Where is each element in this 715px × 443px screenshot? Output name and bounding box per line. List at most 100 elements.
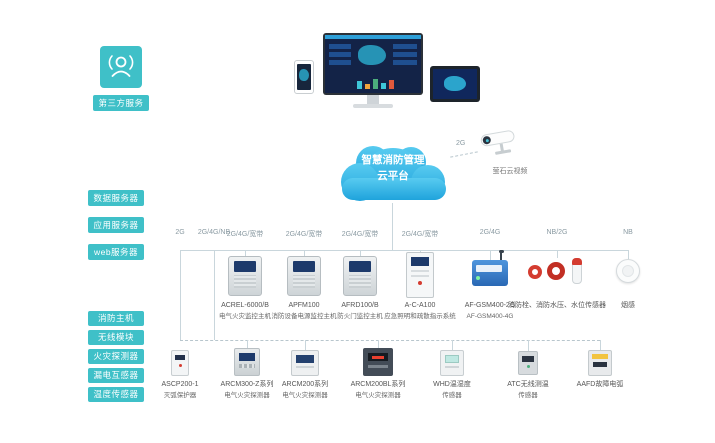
camera-lens (482, 135, 492, 145)
screen-graphic (329, 60, 351, 65)
device-aca100 (406, 252, 434, 298)
device-label: ACREL-6000/B 电气火灾监控主机 (205, 301, 285, 321)
screen-chart-bar (365, 84, 370, 89)
screen-graphic (393, 60, 417, 65)
device-label: ARCM300-Z系列 电气火灾探测器 (207, 380, 287, 400)
device-af-gsm400 (472, 250, 508, 286)
screen-chart-bar (357, 81, 362, 89)
device-indicator (476, 276, 480, 280)
device-desc: AF-GSM400-4G (466, 312, 514, 320)
device-keypad (293, 275, 315, 288)
connector-line (528, 340, 529, 351)
type-label-fire-detector: 火灾探测器 (88, 349, 144, 364)
device-desc: 传感器 (442, 391, 462, 399)
connector-line (305, 340, 306, 350)
smoke-detector-ring (622, 265, 634, 277)
connector-line (452, 340, 453, 350)
device-stripe (592, 354, 608, 359)
connector-line (490, 250, 491, 260)
device-name: 消防栓、消防水压、水位传感器 (508, 302, 606, 309)
device-detail (411, 275, 429, 277)
device-label: ARCM200BL系列 电气火灾探测器 (338, 380, 418, 400)
connector-line (628, 250, 629, 260)
device-antenna-tip (498, 250, 504, 253)
connector-line (180, 250, 181, 340)
device-label: APFM100 消防设备电源监控主机 (264, 301, 344, 321)
tablet-device (430, 66, 480, 102)
dashed-bus-line (180, 340, 600, 341)
device-label: ASCP200-1 灭弧保护器 (140, 380, 220, 400)
screen-chart-bar (381, 83, 386, 89)
connector-line (304, 250, 305, 258)
connection-label: 2G/4G/宽带 (285, 231, 323, 238)
connection-label: NB/2G (546, 229, 568, 236)
connector-line (360, 250, 361, 258)
device-screen (522, 356, 534, 362)
screen-graphic (299, 69, 309, 81)
connection-label: NB (623, 229, 633, 236)
device-label: 消防栓、消防水压、水位传感器 (507, 301, 607, 311)
device-label: ARCM200系列 电气火灾探测器 (265, 380, 345, 400)
device-name: A-C-A100 (404, 302, 436, 309)
device-name: 烟感 (621, 302, 635, 309)
screen-graphic (329, 52, 351, 57)
type-label-temp-sensor: 温度传感器 (88, 387, 144, 402)
connector-line (247, 340, 248, 349)
screen-graphic (329, 44, 351, 49)
screen-chart-bar (373, 79, 378, 89)
device-keypad (239, 364, 255, 368)
water-level-sensor (572, 258, 582, 284)
screen-graphic (325, 35, 421, 39)
device-name: AAFD故障电弧 (576, 381, 624, 388)
camera-mount-base (494, 149, 512, 155)
monitor-screen (325, 35, 421, 93)
connector-line (245, 250, 246, 258)
screen-graphic (393, 52, 417, 57)
device-desc: 电气火灾探测器 (355, 391, 401, 399)
device-name: ACREL-6000/B (221, 302, 269, 309)
device-screen (411, 257, 429, 266)
device-name: ARCM200BL系列 (350, 381, 406, 388)
device-desc: 应急照明和疏散指示系统 (384, 312, 456, 320)
device-desc: 防火门监控主机 (337, 312, 383, 320)
device-detail (296, 366, 314, 368)
camera-connection-label: 2G (456, 140, 466, 147)
device-name: APFM100 (288, 302, 320, 309)
sensor-cap (572, 258, 582, 265)
third-party-label: 第三方服务 (93, 95, 149, 111)
type-label-fire-host: 消防主机 (88, 311, 144, 326)
device-name: AF-GSM400-2G (464, 302, 516, 309)
device-smoke-detector (616, 259, 640, 283)
monitor-device (323, 33, 423, 95)
device-arcm200bl (363, 348, 393, 376)
device-label: AAFD故障电弧 (560, 380, 640, 390)
cloud-platform-title: 智慧消防管理 云平台 (318, 153, 468, 185)
device-whd (440, 350, 464, 376)
cloud-drop-line (392, 203, 393, 250)
cloud-title-line2: 云平台 (377, 169, 409, 182)
third-party-icon (100, 46, 142, 88)
device-detail (411, 270, 429, 272)
device-hydrant-sensors (528, 256, 588, 288)
connection-label: 2G (175, 229, 185, 236)
camera-label: 萤石云视频 (492, 168, 528, 175)
type-label-leakage-ct: 漏电互感器 (88, 368, 144, 383)
device-screen (175, 355, 185, 360)
device-name: ATC无线测温 (507, 381, 549, 388)
connector-line (214, 250, 215, 340)
device-apfm100 (287, 256, 321, 296)
camera-lens-glass (485, 138, 489, 142)
screen-chart-bar (389, 80, 394, 89)
screen-map-graphic (444, 76, 466, 91)
water-pressure-sensor (547, 262, 565, 280)
device-screen (368, 353, 388, 361)
device-aafd (588, 350, 612, 376)
bus-line (180, 250, 629, 251)
device-label: ATC无线测温 传感器 (488, 380, 568, 400)
device-arcm200 (291, 350, 319, 376)
device-screen (349, 261, 371, 272)
device-screen (445, 355, 459, 363)
server-label-web: web服务器 (88, 244, 144, 260)
connector-line (378, 340, 379, 349)
